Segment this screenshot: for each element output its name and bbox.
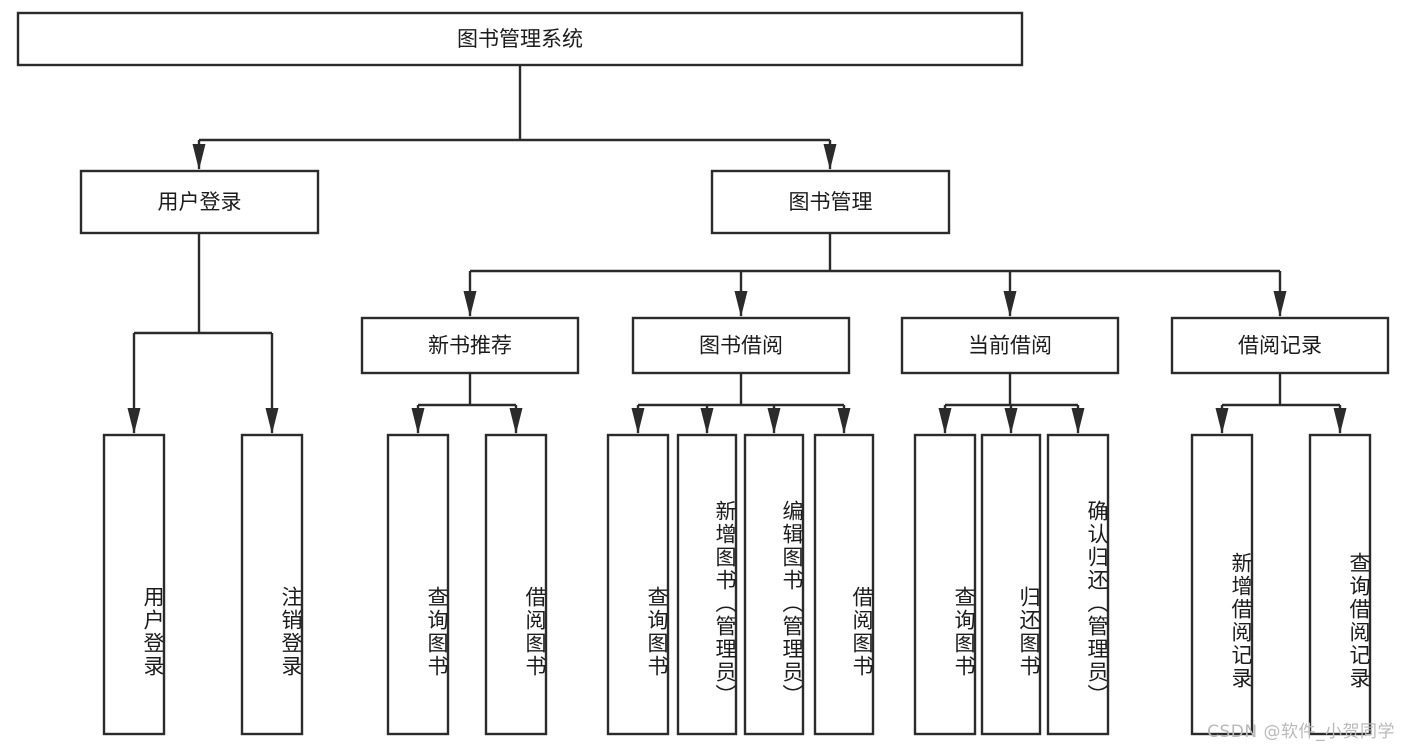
node-box bbox=[900, 316, 1120, 375]
node-leaf-query-book-rec[interactable] bbox=[386, 433, 450, 736]
arrow-head-icon bbox=[631, 408, 645, 434]
watermark-text: CSDN @软件_小贺同学 bbox=[1207, 722, 1395, 742]
node-box bbox=[386, 433, 450, 736]
arrow-head-icon bbox=[1003, 291, 1017, 317]
node-box bbox=[240, 433, 304, 736]
node-box bbox=[710, 169, 951, 235]
node-book-borrow[interactable]: 图书借阅 bbox=[631, 316, 851, 375]
arrow-head-icon bbox=[1071, 408, 1085, 434]
arrow-head-icon bbox=[1273, 291, 1287, 317]
node-book-manage[interactable]: 图书管理 bbox=[710, 169, 951, 235]
arrow-head-icon bbox=[823, 144, 837, 170]
node-box bbox=[813, 433, 875, 736]
node-leaf-edit-book[interactable] bbox=[743, 433, 805, 736]
arrow-head-icon bbox=[837, 408, 851, 434]
node-box bbox=[631, 316, 851, 375]
node-root[interactable]: 图书管理系统 bbox=[16, 11, 1024, 67]
node-box bbox=[102, 433, 166, 736]
node-borrow-record[interactable]: 借阅记录 bbox=[1170, 316, 1390, 375]
node-leaf-query-book-cur[interactable] bbox=[913, 433, 977, 736]
arrow-head-icon bbox=[767, 408, 781, 434]
node-label: 用户登录 bbox=[158, 190, 242, 214]
arrow-head-icon bbox=[463, 291, 477, 317]
node-leaf-add-record[interactable] bbox=[1190, 433, 1254, 736]
node-box bbox=[1190, 433, 1254, 736]
node-user-login[interactable]: 用户登录 bbox=[79, 169, 320, 235]
node-box bbox=[743, 433, 805, 736]
arrow-head-icon bbox=[1004, 408, 1018, 434]
node-leaf-borrow-book[interactable] bbox=[813, 433, 875, 736]
node-leaf-return-book[interactable] bbox=[980, 433, 1042, 736]
node-box bbox=[16, 11, 1024, 67]
node-leaf-query-book-borrow[interactable] bbox=[606, 433, 670, 736]
node-current-borrow[interactable]: 当前借阅 bbox=[900, 316, 1120, 375]
node-box bbox=[606, 433, 670, 736]
node-leaf-logout[interactable] bbox=[240, 433, 304, 736]
arrow-head-icon bbox=[734, 291, 748, 317]
node-leaf-query-record[interactable] bbox=[1308, 433, 1372, 736]
node-box bbox=[484, 433, 548, 736]
arrow-head-icon bbox=[192, 144, 206, 170]
node-box bbox=[1170, 316, 1390, 375]
node-label: 图书借阅 bbox=[699, 334, 783, 358]
node-box bbox=[913, 433, 977, 736]
node-box bbox=[980, 433, 1042, 736]
arrow-head-icon bbox=[1215, 408, 1229, 434]
node-leaf-confirm-return[interactable] bbox=[1046, 433, 1110, 736]
arrow-head-icon bbox=[1333, 408, 1347, 434]
arrow-head-icon bbox=[938, 408, 952, 434]
node-leaf-user-login[interactable] bbox=[102, 433, 166, 736]
node-label: 图书管理 bbox=[789, 190, 873, 214]
arrow-head-icon bbox=[127, 408, 141, 434]
node-label: 新书推荐 bbox=[428, 334, 512, 358]
node-box bbox=[676, 433, 738, 736]
node-new-book-rec[interactable]: 新书推荐 bbox=[360, 316, 580, 375]
node-box bbox=[1308, 433, 1372, 736]
node-box bbox=[79, 169, 320, 235]
node-leaf-add-book[interactable] bbox=[676, 433, 738, 736]
node-leaf-borrow-book-rec[interactable] bbox=[484, 433, 548, 736]
node-box bbox=[360, 316, 580, 375]
arrow-head-icon bbox=[265, 408, 279, 434]
node-label: 图书管理系统 bbox=[457, 27, 583, 51]
node-label: 借阅记录 bbox=[1238, 334, 1322, 358]
node-label: 当前借阅 bbox=[968, 334, 1052, 358]
arrow-head-icon bbox=[509, 408, 523, 434]
arrow-head-icon bbox=[700, 408, 714, 434]
node-box bbox=[1046, 433, 1110, 736]
arrow-head-icon bbox=[411, 408, 425, 434]
